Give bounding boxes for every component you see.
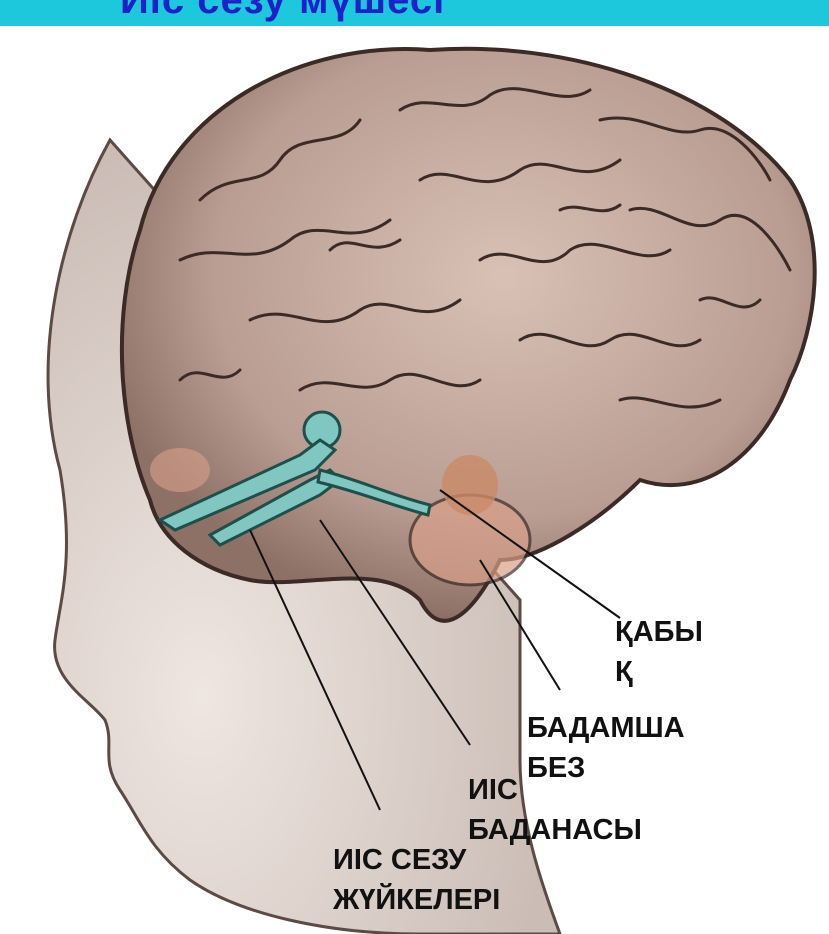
amygdala xyxy=(442,455,498,515)
orbital-region xyxy=(150,448,210,492)
label-iis-sezu: ИІС СЕЗУ ЖҮЙКЕЛЕРІ xyxy=(333,840,500,920)
label-iis-badanasy: ИІС БАДАНАСЫ xyxy=(468,770,642,850)
label-kabyk: ҚАБЫ Қ xyxy=(615,612,703,692)
